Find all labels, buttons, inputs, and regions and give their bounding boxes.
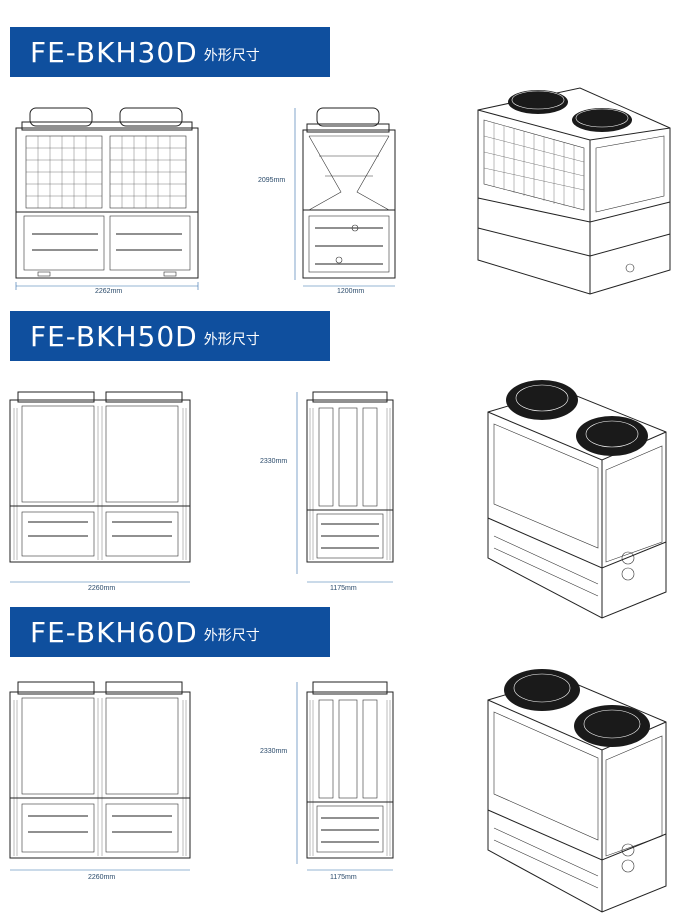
height-label: 2330mm	[260, 748, 288, 755]
isometric-view-30d	[477, 87, 671, 295]
section-banner-50d: FE-BKH50D 外形尺寸	[10, 311, 330, 361]
side-view-30d	[294, 107, 396, 287]
isometric-view-50d	[487, 380, 667, 619]
section-banner-30d: FE-BKH30D 外形尺寸	[10, 27, 330, 77]
model-title: FE-BKH60D	[30, 615, 198, 649]
front-view-50d	[9, 391, 191, 583]
dimension-subtitle: 外形尺寸	[203, 628, 260, 644]
section-banner-60d: FE-BKH60D 外形尺寸	[10, 607, 330, 657]
front-view-30d	[15, 107, 199, 290]
width-label: 2260mm	[88, 874, 116, 881]
height-label: 2095mm	[258, 177, 286, 184]
model-title: FE-BKH30D	[30, 35, 198, 69]
width-label: 2262mm	[95, 288, 123, 295]
side-view-50d	[296, 391, 394, 583]
front-view-60d	[9, 681, 191, 871]
height-label: 2330mm	[260, 458, 288, 465]
depth-label: 1200mm	[337, 288, 365, 295]
depth-label: 1175mm	[330, 585, 357, 592]
dimension-subtitle: 外形尺寸	[203, 332, 260, 348]
depth-label: 1175mm	[330, 874, 357, 881]
dimension-subtitle: 外形尺寸	[203, 48, 260, 64]
isometric-view-60d	[487, 669, 667, 913]
side-view-60d	[296, 681, 394, 871]
model-title: FE-BKH50D	[30, 319, 198, 353]
width-label: 2260mm	[88, 585, 116, 592]
